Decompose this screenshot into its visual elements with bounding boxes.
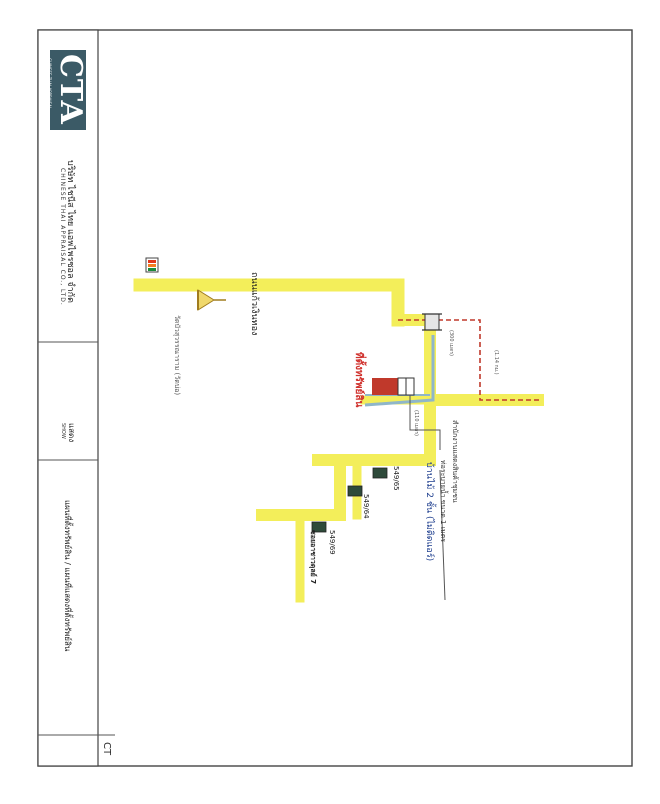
property-label: ที่ตั้งทรัพย์สิน	[353, 352, 364, 408]
soi-label: ซอยอาชาวดุลย์ 7	[309, 530, 317, 585]
property-pointer	[409, 395, 441, 450]
house-markers	[311, 467, 388, 533]
sheet-title: แผนที่ตั้งทรัพย์สิน / แผนที่แสดงที่ตั้งท…	[63, 500, 72, 652]
road-main	[133, 278, 405, 327]
road-main-label: ถนนแก้วเงินทอง	[249, 272, 259, 336]
title-strip	[37, 29, 99, 767]
logo-text: CTA	[53, 54, 88, 125]
logo-box	[50, 50, 86, 130]
corner-code: CT	[101, 742, 112, 756]
house-marker-1	[372, 467, 388, 479]
property-building	[372, 377, 415, 396]
logo-subtitle: CHINESE THAI APPRAISAL	[47, 58, 52, 110]
show-label-th: แสดง	[67, 423, 76, 443]
distance-2: (110 เมตร)	[413, 410, 419, 436]
show-label-en: SHOW	[60, 423, 66, 439]
house-marker-2	[347, 485, 363, 497]
community-note: สำนักงานแสดงสินค้าชุมชน	[451, 420, 459, 503]
store-icon	[145, 257, 159, 273]
bridge-icon	[422, 313, 442, 331]
company-name-en: CHINESE THAI APPRAISAL CO., LTD.	[59, 168, 66, 306]
company-name-th: บริษัท ไชนีส ไทย แอพไพรซอล จำกัด	[65, 160, 75, 303]
distance-3: (1.14 กม.)	[493, 350, 499, 375]
house-note: บ้านไม้ 2 ชั้น (ไม่ติดแอร์)	[424, 462, 434, 562]
house-number-1: 549/65	[392, 466, 400, 491]
pipe-note: ท่อระบายน้ำ ขนาด 1 เมตร	[439, 460, 447, 543]
temple-label: วัดบัวสุวรรณาราม (วัดบ่อ)	[173, 315, 181, 396]
house-number-3: 549/69	[328, 530, 336, 555]
road-soi	[256, 454, 346, 521]
distance-1: (300 เมตร)	[448, 330, 454, 356]
canal	[364, 335, 435, 407]
temple-icon	[197, 289, 226, 311]
house-number-2: 549/64	[362, 494, 370, 519]
note-pointer	[439, 469, 446, 601]
house-marker-3	[311, 521, 327, 533]
